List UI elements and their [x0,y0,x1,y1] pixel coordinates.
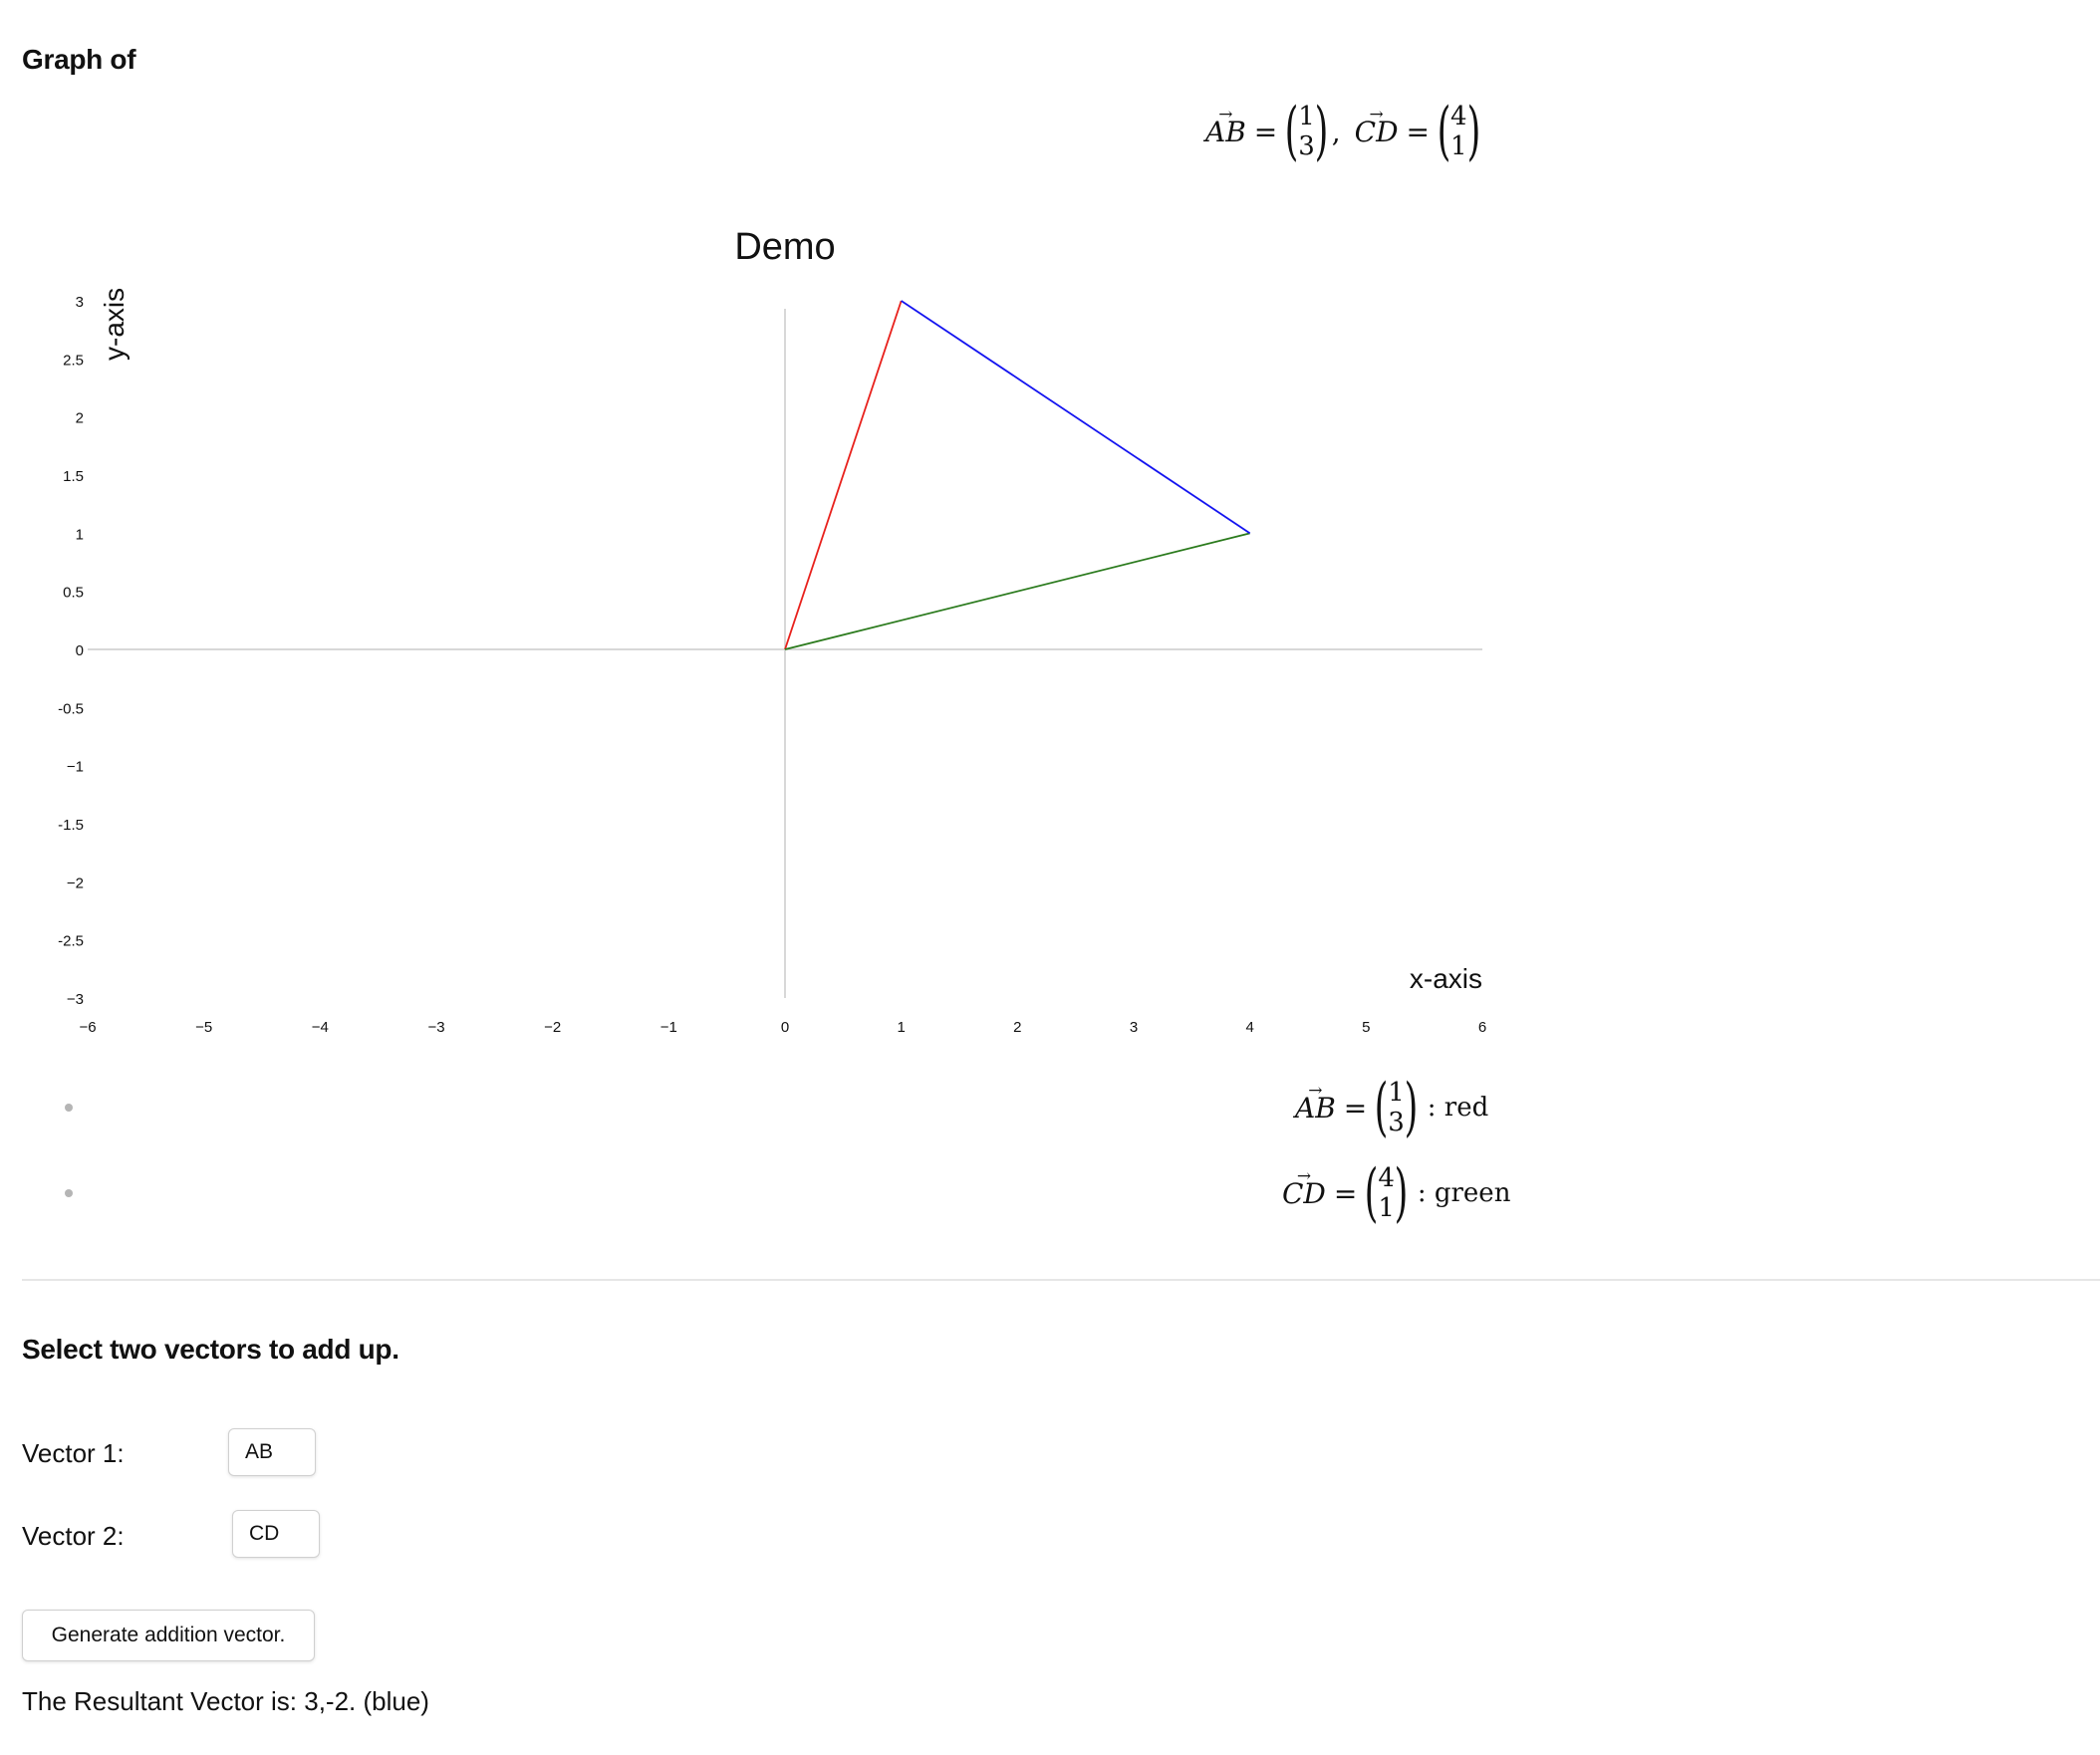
x-tick-label: 5 [1362,1019,1370,1036]
generate-addition-button[interactable]: Generate addition vector. [22,1610,315,1661]
vector-chart: −6 −5 −4 −3 −2 −1 0 1 2 3 4 5 6 3 2.5 2 1.5 1 0.5 0 -0.5 −1 -1… [58,226,1486,1036]
legend-bullet [65,1189,73,1197]
x-tick-label: 6 [1478,1019,1486,1036]
vector-line-resultant [901,300,1251,535]
x-tick-label: −5 [195,1019,212,1036]
select-heading: Select two vectors to add up. [22,1334,399,1365]
x-tick-label: 0 [781,1019,789,1036]
y-tick-label: 1.5 [63,468,84,485]
chart-title: Demo [734,226,835,268]
vector2-label: Vector 2: [22,1521,125,1551]
legend-item-ab: →AB = ( 1 3 ) : red [1295,1071,1489,1144]
x-tick-label: −3 [427,1019,444,1036]
x-tick-label: −1 [660,1019,677,1036]
vector1-label: Vector 1: [22,1438,125,1468]
y-tick-label: -0.5 [58,700,84,717]
vector2-select[interactable]: CD [232,1510,320,1558]
vector-line-cd [784,532,1250,650]
x-tick-label: −2 [544,1019,561,1036]
legend-ab-components: 1 3 [1388,1078,1405,1137]
x-tick-label: −6 [79,1019,96,1036]
page-title: Graph of [22,44,136,75]
vector1-select[interactable]: AB [228,1428,316,1476]
y-tick-label: −1 [67,759,84,776]
y-tick-label: -1.5 [58,817,84,834]
vector-cd-components: 4 1 [1449,102,1467,161]
section-divider [22,1279,2100,1281]
x-tick-label: 2 [1013,1019,1021,1036]
legend-cd-name: →CD [1282,1165,1326,1210]
y-tick-label: 0 [76,642,84,659]
legend-cd-components: 4 1 [1378,1163,1395,1223]
y-tick-label: 3 [76,294,84,311]
y-tick-label: -2.5 [58,933,84,950]
vector-ab-name: →AB [1205,104,1246,148]
vector-cd-name: →CD [1354,104,1399,148]
resultant-vector-text: The Resultant Vector is: 3,-2. (blue) [22,1686,429,1716]
legend-item-cd: →CD = ( 4 1 ) : green [1282,1156,1511,1230]
y-tick-label: −3 [67,991,84,1008]
vector-ab-components: 1 3 [1298,102,1315,161]
legend-cd-color: : green [1417,1178,1511,1208]
y-tick-label: 2 [76,410,84,427]
y-tick-label: 0.5 [63,585,84,602]
vector-line-ab [784,300,903,650]
x-tick-label: 1 [897,1019,905,1036]
legend-ab-color: : red [1427,1093,1489,1123]
y-tick-label: 2.5 [63,352,84,369]
y-tick-label: −2 [67,875,84,891]
x-tick-label: 4 [1245,1019,1253,1036]
legend-ab-name: →AB [1295,1080,1336,1125]
x-tick-label: −4 [312,1019,329,1036]
legend-bullet [65,1104,73,1112]
y-tick-label: 1 [76,526,84,543]
x-axis-label: x-axis [1410,963,1482,994]
y-axis-label: y-axis [99,288,130,361]
x-tick-label: 3 [1130,1019,1138,1036]
header-vector-formula: →AB = ( 1 3 ) , →CD = ( 4 1 ) [1205,95,1480,168]
